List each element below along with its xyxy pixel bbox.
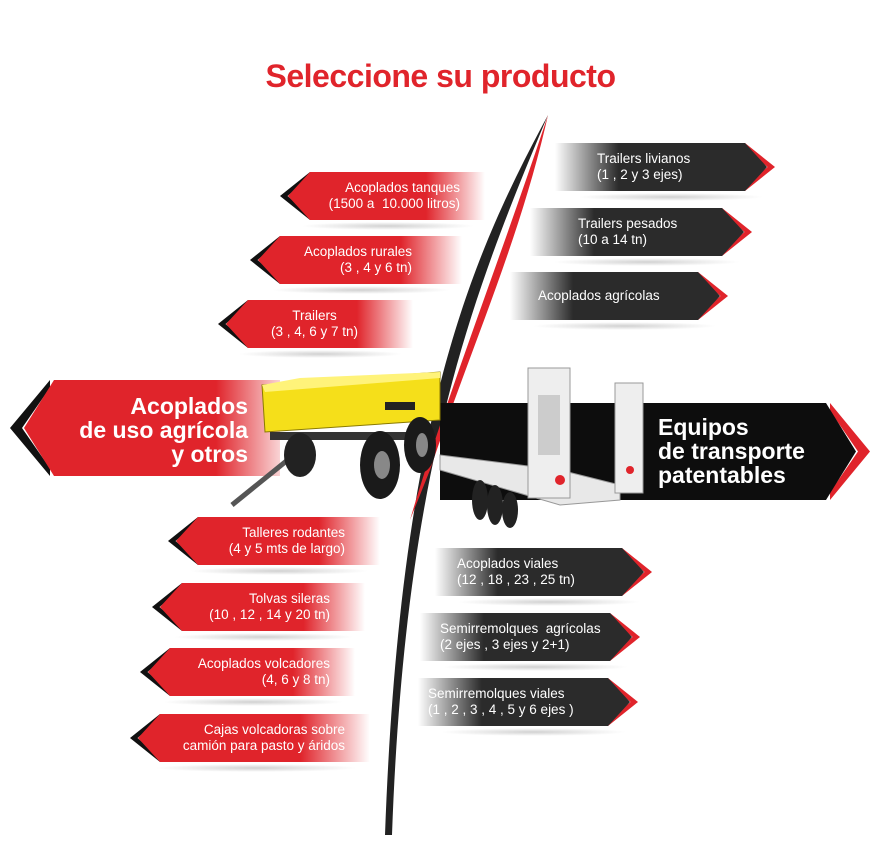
left-item-acoplados-rurales[interactable]: Acoplados rurales (3 , 4 y 6 tn) <box>250 236 462 294</box>
item-label: Acoplados volcadores (4, 6 y 8 tn) <box>197 656 330 687</box>
category-label: Equipos de transporte patentables <box>658 414 805 488</box>
right-item-acoplados-agricolas[interactable]: Acoplados agrícolas <box>510 272 728 330</box>
right-item-semirremolques-viales[interactable]: Semirremolques viales (1 , 2 , 3 , 4 , 5… <box>418 678 638 736</box>
item-label: Talleres rodantes (4 y 5 mts de largo) <box>228 525 345 556</box>
right-item-trailers-livianos[interactable]: Trailers livianos (1 , 2 y 3 ejes) <box>555 143 775 201</box>
right-item-semirremolques-agricolas[interactable]: Semirremolques agrícolas (2 ejes , 3 eje… <box>420 613 640 671</box>
left-item-talleres-rodantes[interactable]: Talleres rodantes (4 y 5 mts de largo) <box>168 517 380 575</box>
item-label: Cajas volcadoras sobre camión para pasto… <box>182 722 345 753</box>
page-title: Seleccione su producto <box>265 58 616 94</box>
item-label: Semirremolques agrícolas (2 ejes , 3 eje… <box>440 621 601 652</box>
left-item-acoplados-volcadores[interactable]: Acoplados volcadores (4, 6 y 8 tn) <box>140 648 355 706</box>
left-item-acoplados-tanques[interactable]: Acoplados tanques (1500 a 10.000 litros) <box>280 172 485 230</box>
item-label: Trailers pesados (10 a 14 tn) <box>578 216 678 247</box>
category-label: Acoplados de uso agrícola y otros <box>79 393 248 467</box>
item-label: Tolvas sileras (10 , 12 , 14 y 20 tn) <box>209 591 330 622</box>
item-label: Trailers (3 , 4, 6 y 7 tn) <box>270 308 358 339</box>
left-item-trailers[interactable]: Trailers (3 , 4, 6 y 7 tn) <box>218 300 413 358</box>
left-item-tolvas-sileras[interactable]: Tolvas sileras (10 , 12 , 14 y 20 tn) <box>152 583 365 641</box>
item-label: Trailers livianos (1 , 2 y 3 ejes) <box>597 151 691 182</box>
right-item-acoplados-viales[interactable]: Acoplados viales (12 , 18 , 23 , 25 tn) <box>435 548 652 606</box>
right-item-trailers-pesados[interactable]: Trailers pesados (10 a 14 tn) <box>530 208 752 266</box>
item-label: Acoplados agrícolas <box>538 288 660 303</box>
category-acoplados-agricolas[interactable]: Acoplados de uso agrícola y otros <box>10 380 280 476</box>
item-label: Acoplados rurales (3 , 4 y 6 tn) <box>303 244 412 275</box>
left-item-cajas-volcadoras[interactable]: Cajas volcadoras sobre camión para pasto… <box>130 714 370 772</box>
item-label: Acoplados tanques (1500 a 10.000 litros) <box>328 180 460 211</box>
item-label: Semirremolques viales (1 , 2 , 3 , 4 , 5… <box>428 686 574 717</box>
item-label: Acoplados viales (12 , 18 , 23 , 25 tn) <box>457 556 575 587</box>
